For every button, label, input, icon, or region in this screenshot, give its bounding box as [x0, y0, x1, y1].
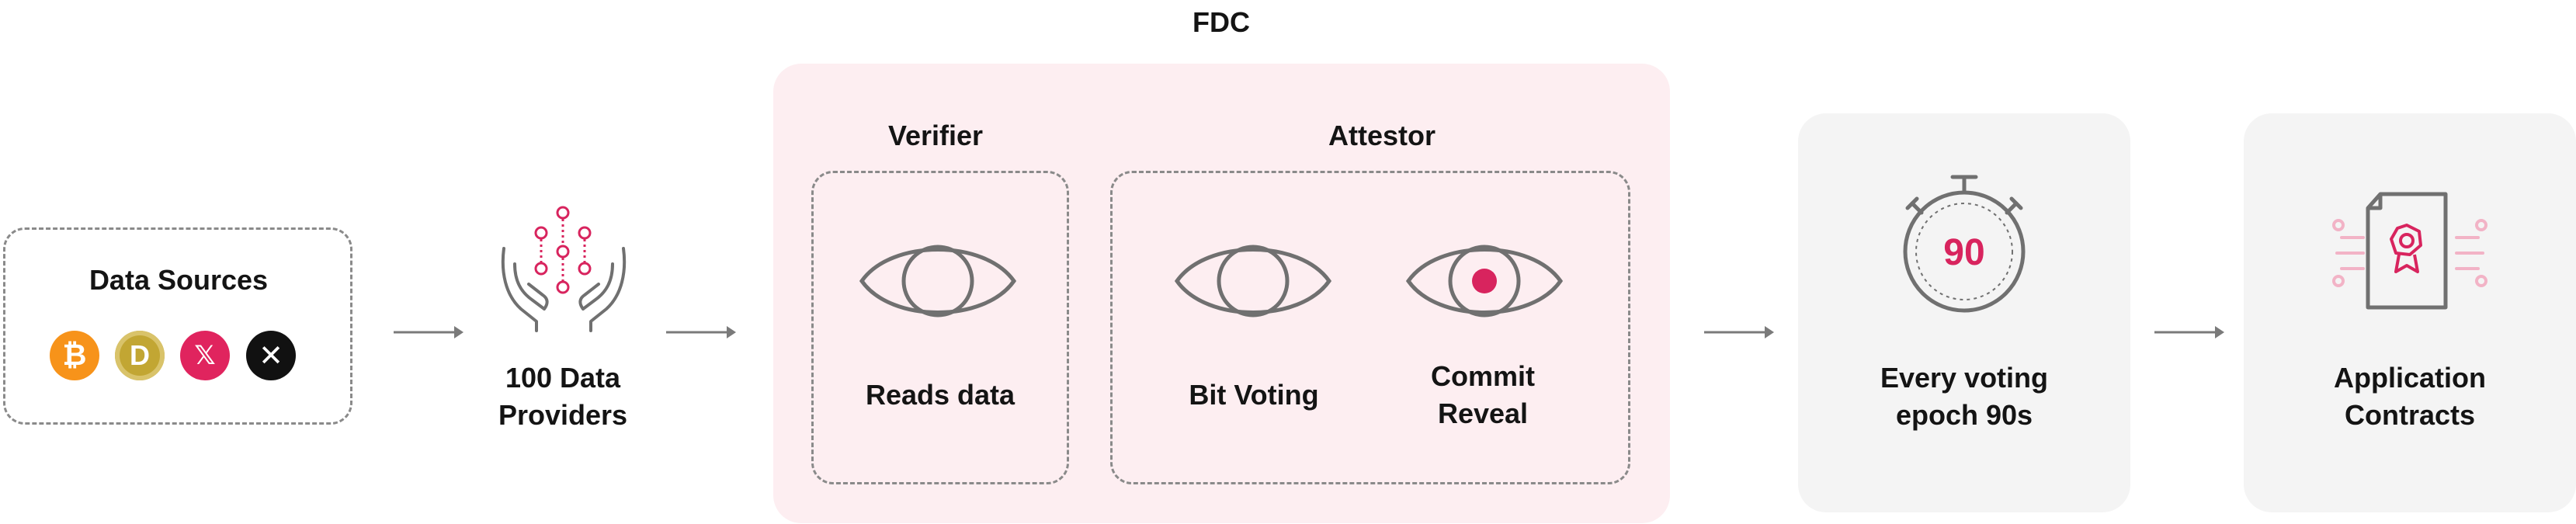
- attestor-title: Attestor: [1328, 120, 1436, 151]
- attestor-box: [1110, 171, 1630, 484]
- contract-icon: [2332, 192, 2487, 310]
- epoch-label-line2: epoch 90s: [1895, 399, 2033, 431]
- verifier-label: Reads data: [865, 379, 1015, 411]
- contracts-label-line1: Application: [2334, 362, 2486, 394]
- epoch-number: 90: [1943, 232, 1985, 273]
- bit-voting-label: Bit Voting: [1189, 379, 1319, 411]
- arrow-icon: [2154, 326, 2224, 338]
- epoch-label-line1: Every voting: [1880, 362, 2049, 394]
- bitcoin-icon: ₿: [50, 331, 99, 380]
- eye-icon: [1405, 245, 1564, 318]
- xrp-icon: ✕: [246, 331, 296, 380]
- dogecoin-icon: D: [115, 331, 165, 380]
- arrow-icon: [666, 326, 736, 338]
- data-providers-icon: [534, 206, 592, 294]
- providers-label-line2: Providers: [498, 399, 628, 431]
- stopwatch-icon: [1903, 175, 2026, 313]
- hands-icon: [501, 247, 627, 332]
- providers-label-line1: 100 Data: [505, 362, 621, 394]
- eye-icon: [859, 245, 1017, 318]
- verifier-title: Verifier: [887, 120, 984, 151]
- commit-reveal-label-line2: Reveal: [1437, 397, 1529, 429]
- eye-icon: [1174, 245, 1332, 318]
- commit-reveal-label-line1: Commit: [1431, 360, 1535, 392]
- arrow-icon: [1704, 326, 1774, 338]
- arrow-icon: [394, 326, 463, 338]
- fdc-title: FDC: [1193, 6, 1250, 38]
- application-contracts-panel: [2244, 113, 2576, 512]
- data-sources-title: Data Sources: [89, 264, 269, 296]
- verifier-box: [811, 171, 1069, 484]
- data-sources-box: [3, 227, 352, 425]
- contracts-label-line2: Contracts: [2344, 399, 2476, 431]
- x-icon: 𝕏: [180, 331, 230, 380]
